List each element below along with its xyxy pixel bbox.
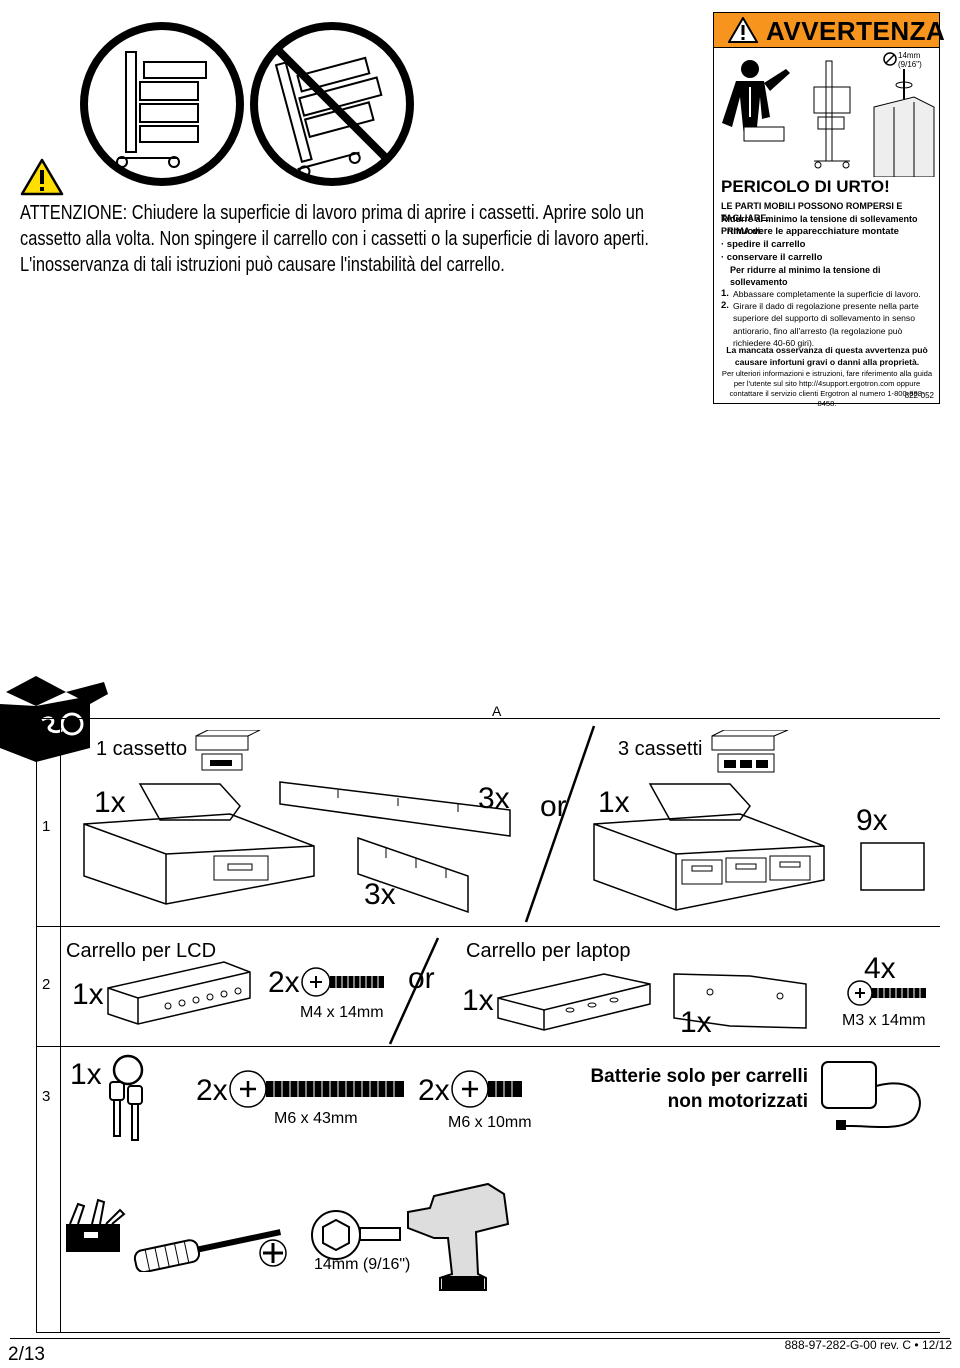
socket-bit-icon [311,1210,401,1260]
avvertenza-label: AVVERTENZA 14mm (9/16") PERICOLO DI URTO… [713,12,945,408]
screwdriver-icon [133,1229,282,1272]
caution-text: ATTENZIONE: Chiudere la superficie di la… [20,200,660,278]
lcd-bracket-icon [107,961,251,1025]
info-text: Per ulteriori informazioni e istruzioni,… [721,369,933,408]
row-number: 3 [42,1088,51,1105]
caution-line: L'inosservanza di tali istruzioni può ca… [20,254,505,276]
screw-m6-short-icon [451,1070,522,1108]
hazard-title: PERICOLO DI URTO! [721,177,890,196]
screw-m3-icon [847,980,926,1006]
battery-note-line: non motorizzati [667,1091,808,1112]
quantity-label: 1x [70,1058,102,1091]
step1-number: 1. [721,288,729,299]
toolbox-icon [66,1198,126,1252]
laptop-bracket-icon [497,973,651,1031]
battery-note: Batterie solo per carrelli non motorizza… [578,1064,808,1114]
step2-number: 2. [721,300,729,311]
quantity-label: 2x [268,966,300,999]
quantity-label: 1x [94,786,126,819]
drawer-small-icon [195,730,261,771]
one-drawer-label: 1 cassetto [96,738,188,760]
three-drawers-label: 3 cassetti [618,738,703,760]
wrench-size: 14mm (9/16") [898,51,922,69]
drawer-housing-single-icon [83,783,315,905]
caution-triangle-icon [20,158,64,196]
hazard-line2: Ridurre al minimo la tensione di solleva… [721,214,918,237]
or-divider-line-icon [524,725,596,923]
quantity-label: 1x [72,978,104,1011]
screw-size-label: M3 x 14mm [842,1012,926,1029]
or-label: or [408,962,435,995]
quantity-label: 3x [478,782,510,815]
document-code: 888-97-282-G-00 rev. C • 12/12 [784,1338,952,1352]
caution-line: cassetto alla volta. Non spingere il car… [20,228,649,250]
or-divider-line-icon [388,937,440,1045]
phillips-tip-icon [259,1239,287,1267]
caution-line: ATTENZIONE: Chiudere la superficie di la… [20,202,645,224]
laptop-cart-label: Carrello per laptop [466,940,631,962]
drawer-triple-icon [711,730,789,773]
hazard-bullet: · spedire il carrello [721,239,806,250]
label-code: 822-052 [904,391,934,400]
divider-short-icon [357,836,469,914]
bracket-plate-icon [673,973,807,1029]
cordless-drill-icon [407,1182,510,1291]
keys-icon [109,1054,144,1141]
divider-long-icon [279,781,511,837]
hazard-bullet: · rimuovere le apparecchiature montate [721,226,899,237]
quantity-label: 1x [680,1006,712,1039]
quantity-label: 1x [598,786,630,819]
screw-m6-long-icon [229,1070,404,1108]
column-header-a: A [492,703,502,719]
screw-m4-icon [301,967,384,997]
warning-triangle-icon [728,17,758,43]
hazard-bullet: · conservare il carrello [721,252,823,263]
avvertenza-header: AVVERTENZA [714,13,945,48]
row-number: 1 [42,818,51,835]
or-label: or [540,790,567,823]
quantity-label: 4x [864,952,896,985]
no-push-cart-circle-icon [250,22,414,186]
label-sheet-icon [860,842,925,891]
battery-pack-icon [821,1061,921,1130]
socket-size-label: 14mm (9/16") [314,1256,411,1273]
row-number: 2 [42,976,51,993]
quantity-label: 2x [196,1074,228,1107]
step2-text: Girare il dado di regolazione presente n… [733,301,919,348]
step1-text: Abbassare completamente la superficie di… [733,289,921,299]
quantity-label: 9x [856,804,888,837]
screw-size-label: M6 x 10mm [448,1114,532,1131]
quantity-label: 1x [462,984,494,1017]
battery-note-line: Batterie solo per carrelli [590,1066,808,1087]
open-box-icon [0,676,108,762]
screw-size-label: M6 x 43mm [274,1110,358,1127]
page-number: 2/13 [8,1344,45,1365]
lcd-cart-label: Carrello per LCD [66,940,217,962]
ok-cart-circle-icon [80,22,244,186]
reduce-title: Per ridurre al minimo la tensione di sol… [730,265,881,288]
screw-size-label: M4 x 14mm [300,1004,384,1021]
avvertenza-title: AVVERTENZA [766,16,946,46]
drawer-housing-triple-icon [593,783,825,911]
quantity-label: 3x [364,878,396,911]
hazard-line1: LE PARTI MOBILI POSSONO ROMPERSI E TAGLI… [721,201,903,224]
quantity-label: 2x [418,1074,450,1107]
consequence-text: La mancata osservanza di questa avverten… [726,345,928,368]
pinch-hazard-illustration-icon [722,52,935,177]
